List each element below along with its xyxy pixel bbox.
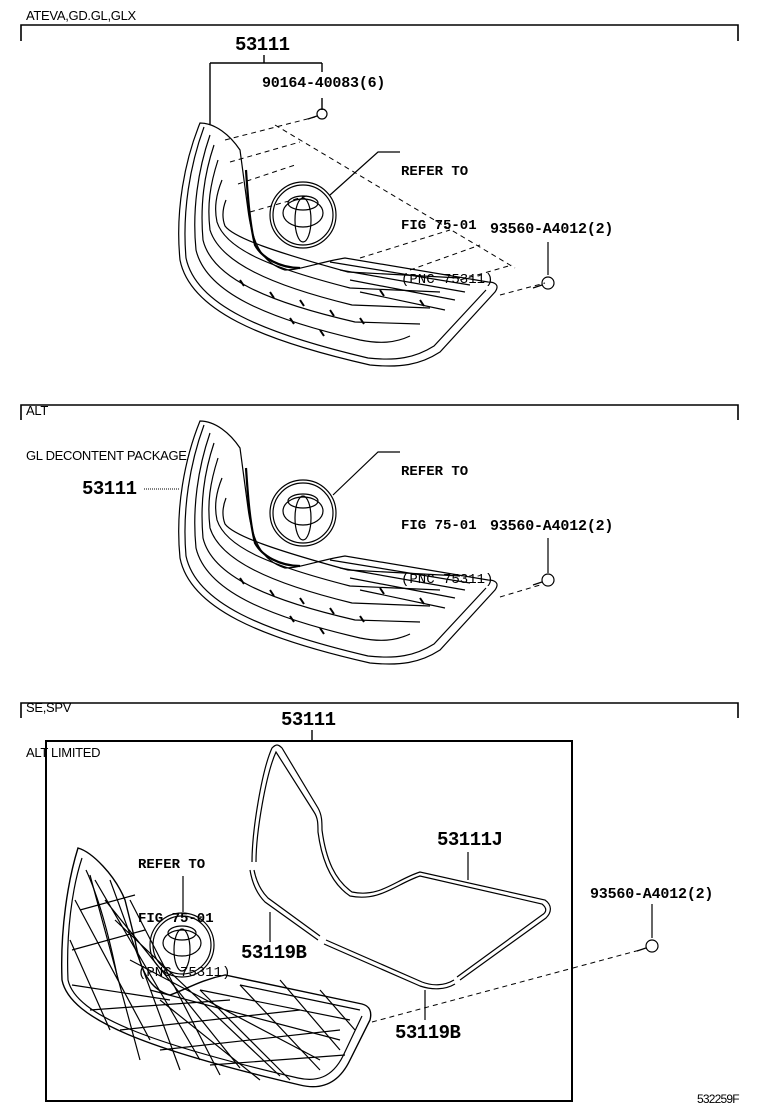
reference-line-1: REFER TO	[401, 164, 469, 180]
reference-line-3: (PNC 75311)	[401, 272, 494, 288]
reference-line-3: (PNC 75311)	[401, 572, 494, 588]
reference-note: REFER TO FIG 75-01 (PNC 75311)	[401, 127, 493, 307]
reference-line-2[interactable]: FIG 75-01	[138, 911, 214, 927]
reference-line-3: (PNC 75311)	[138, 965, 231, 981]
section-3-label-line-2: ALT LIMITED	[26, 745, 101, 760]
reference-line-2[interactable]: FIG 75-01	[401, 218, 477, 234]
section-3-label: SE,SPV ALT LIMITED	[26, 670, 101, 775]
grille-section-1	[178, 122, 498, 367]
grille-section-2	[178, 420, 498, 665]
section-2-bracket	[20, 404, 739, 420]
reference-line-2[interactable]: FIG 75-01	[401, 518, 477, 534]
section-2-label-line-1: ALT	[26, 403, 48, 418]
bolt-icon	[636, 939, 659, 953]
part-number-bolt[interactable]: 93560-A4012(2)	[490, 221, 614, 238]
molding-53119B-left	[249, 869, 321, 941]
part-number-grille[interactable]: 53111	[82, 478, 137, 500]
part-number-bolt[interactable]: 93560-A4012(2)	[490, 518, 614, 535]
section-2-label: ALT GL DECONTENT PACKAGE	[26, 373, 187, 478]
part-number-grille[interactable]: 53111	[235, 34, 290, 56]
reference-note: REFER TO FIG 75-01 (PNC 75311)	[401, 427, 493, 607]
part-number-molding-lower-left[interactable]: 53119B	[241, 942, 307, 964]
illustration-code: 532259F	[697, 1092, 740, 1106]
bolt-icon	[532, 573, 555, 587]
section-3-label-line-1: SE,SPV	[26, 700, 72, 715]
part-number-bolt[interactable]: 93560-A4012(2)	[590, 886, 714, 903]
toyota-emblem-icon	[269, 479, 337, 547]
toyota-emblem-icon	[269, 181, 337, 249]
reference-line-1: REFER TO	[401, 464, 469, 480]
section-1-bracket	[20, 24, 739, 41]
section-2-label-line-2: GL DECONTENT PACKAGE	[26, 448, 187, 463]
reference-note: REFER TO FIG 75-01 (PNC 75311)	[138, 820, 230, 1000]
clip-icon	[307, 108, 328, 120]
part-number-molding[interactable]: 53111J	[437, 829, 503, 851]
toyota-emblem-icon	[149, 912, 215, 978]
molding-53111J	[251, 744, 551, 981]
part-number-grille[interactable]: 53111	[281, 709, 336, 731]
grille-assembly-box	[45, 740, 573, 1102]
section-1-label: ATEVA,GD.GL,GLX	[26, 8, 136, 23]
reference-line-1: REFER TO	[138, 857, 206, 873]
section-3-bracket	[20, 702, 739, 718]
part-number-molding-lower-right[interactable]: 53119B	[395, 1022, 461, 1044]
mesh-grille	[61, 847, 372, 1088]
molding-53119B-right	[323, 939, 456, 990]
part-number-clip[interactable]: 90164-40083(6)	[262, 75, 386, 92]
bolt-icon	[532, 276, 555, 290]
